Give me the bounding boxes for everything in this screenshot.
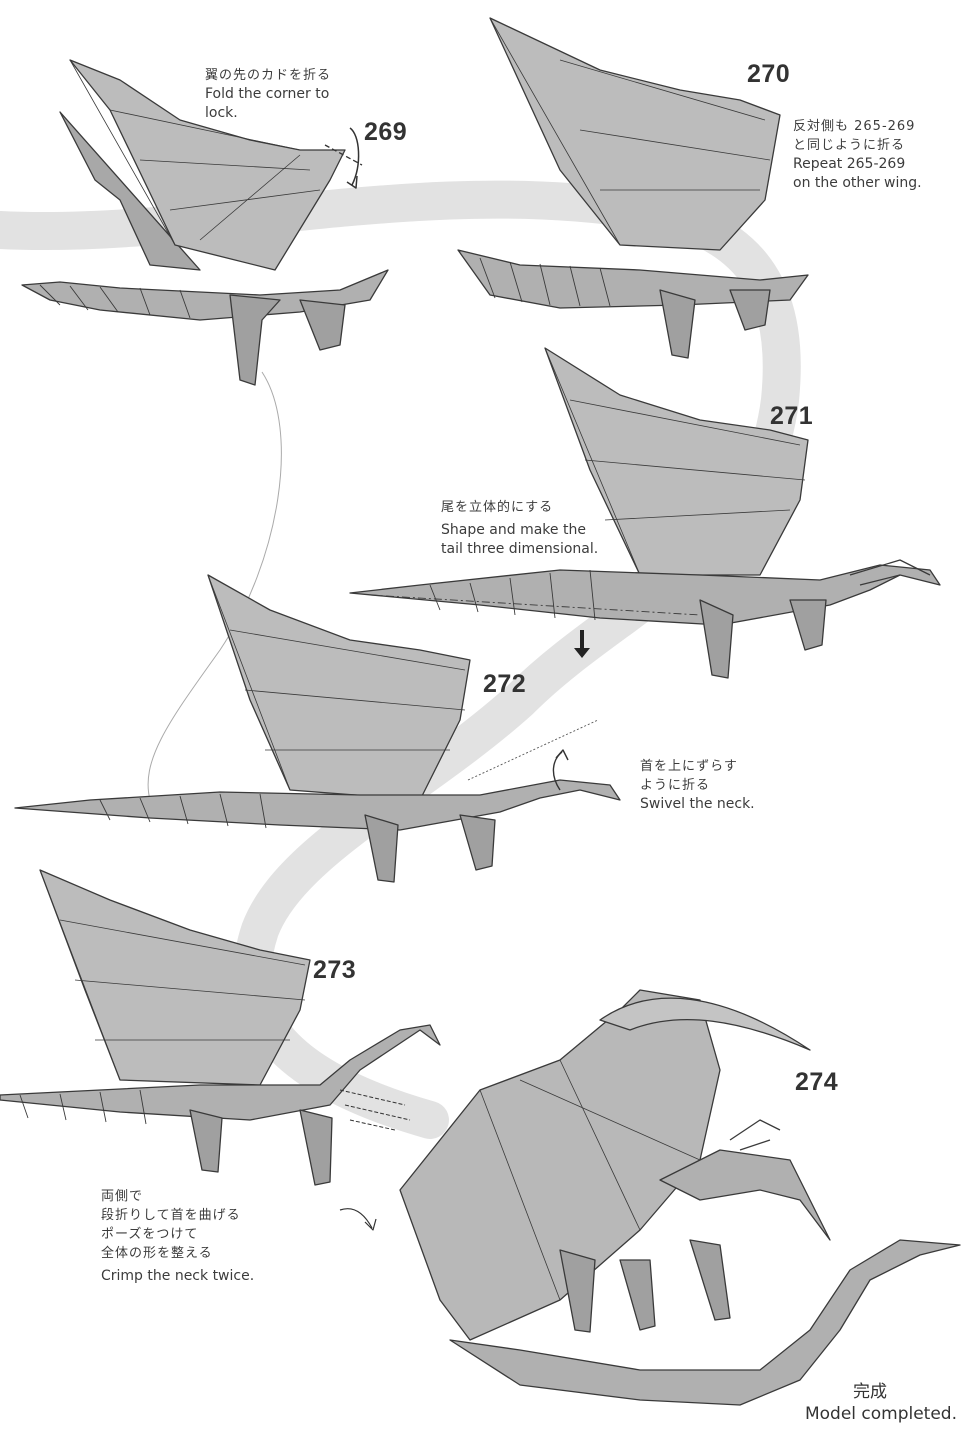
instruction-270: 反対側も 265-269 と同じように折る Repeat 265-269 on … — [793, 117, 922, 193]
instruction-273-en: Crimp the neck twice. — [101, 1268, 255, 1284]
model-step-273 — [0, 869, 441, 1231]
instruction-270-en-line2: on the other wing. — [793, 175, 922, 191]
instruction-271-jp: 尾を立体的にする — [441, 500, 554, 515]
instruction-272: 首を上にずらす ように折る Swivel the neck. — [640, 757, 755, 814]
model-step-270 — [457, 17, 809, 359]
instruction-270-jp-line1: 反対側も 265-269 — [793, 119, 916, 134]
instruction-273-jp-line1: 両側で — [101, 1189, 144, 1204]
instruction-269-en-line1: Fold the corner to — [205, 86, 330, 102]
instruction-269-en-line2: lock. — [205, 105, 238, 121]
step-number-273: 273 — [313, 956, 357, 984]
completion-jp: 完成 — [853, 1382, 887, 1402]
instruction-273: 両側で 段折りして首を曲げる ポーズをつけて 全体の形を整える Crimp th… — [101, 1187, 254, 1286]
model-step-272 — [14, 574, 621, 883]
instruction-269-jp: 翼の先のカドを折る — [205, 68, 332, 83]
completion-label: 完成 Model completed. — [805, 1381, 957, 1425]
instruction-273-jp-line3: ポーズをつけて — [101, 1227, 199, 1242]
model-step-274 — [399, 989, 961, 1406]
instruction-271-en-line1: Shape and make the — [441, 522, 586, 538]
step-number-270: 270 — [747, 60, 791, 88]
model-step-271 — [349, 347, 941, 679]
step-number-272: 272 — [483, 670, 527, 698]
completion-en: Model completed. — [804, 1404, 957, 1424]
step-number-274: 274 — [795, 1068, 839, 1096]
step-number-271: 271 — [770, 402, 814, 430]
instruction-271-en-line2: tail three dimensional. — [441, 541, 599, 557]
instruction-272-en: Swivel the neck. — [640, 796, 755, 812]
instruction-270-jp-line2: と同じように折る — [793, 138, 906, 153]
instruction-272-jp-line1: 首を上にずらす — [640, 759, 738, 774]
instruction-273-jp-line2: 段折りして首を曲げる — [101, 1208, 241, 1223]
instruction-269: 翼の先のカドを折る Fold the corner to lock. — [205, 66, 331, 123]
step-number-269: 269 — [364, 118, 408, 146]
instruction-270-en-line1: Repeat 265-269 — [793, 156, 906, 172]
instruction-273-jp-line4: 全体の形を整える — [101, 1246, 213, 1261]
model-step-269 — [21, 59, 389, 386]
instruction-271: 尾を立体的にする Shape and make the tail three d… — [441, 498, 598, 559]
instruction-272-jp-line2: ように折る — [640, 778, 711, 793]
